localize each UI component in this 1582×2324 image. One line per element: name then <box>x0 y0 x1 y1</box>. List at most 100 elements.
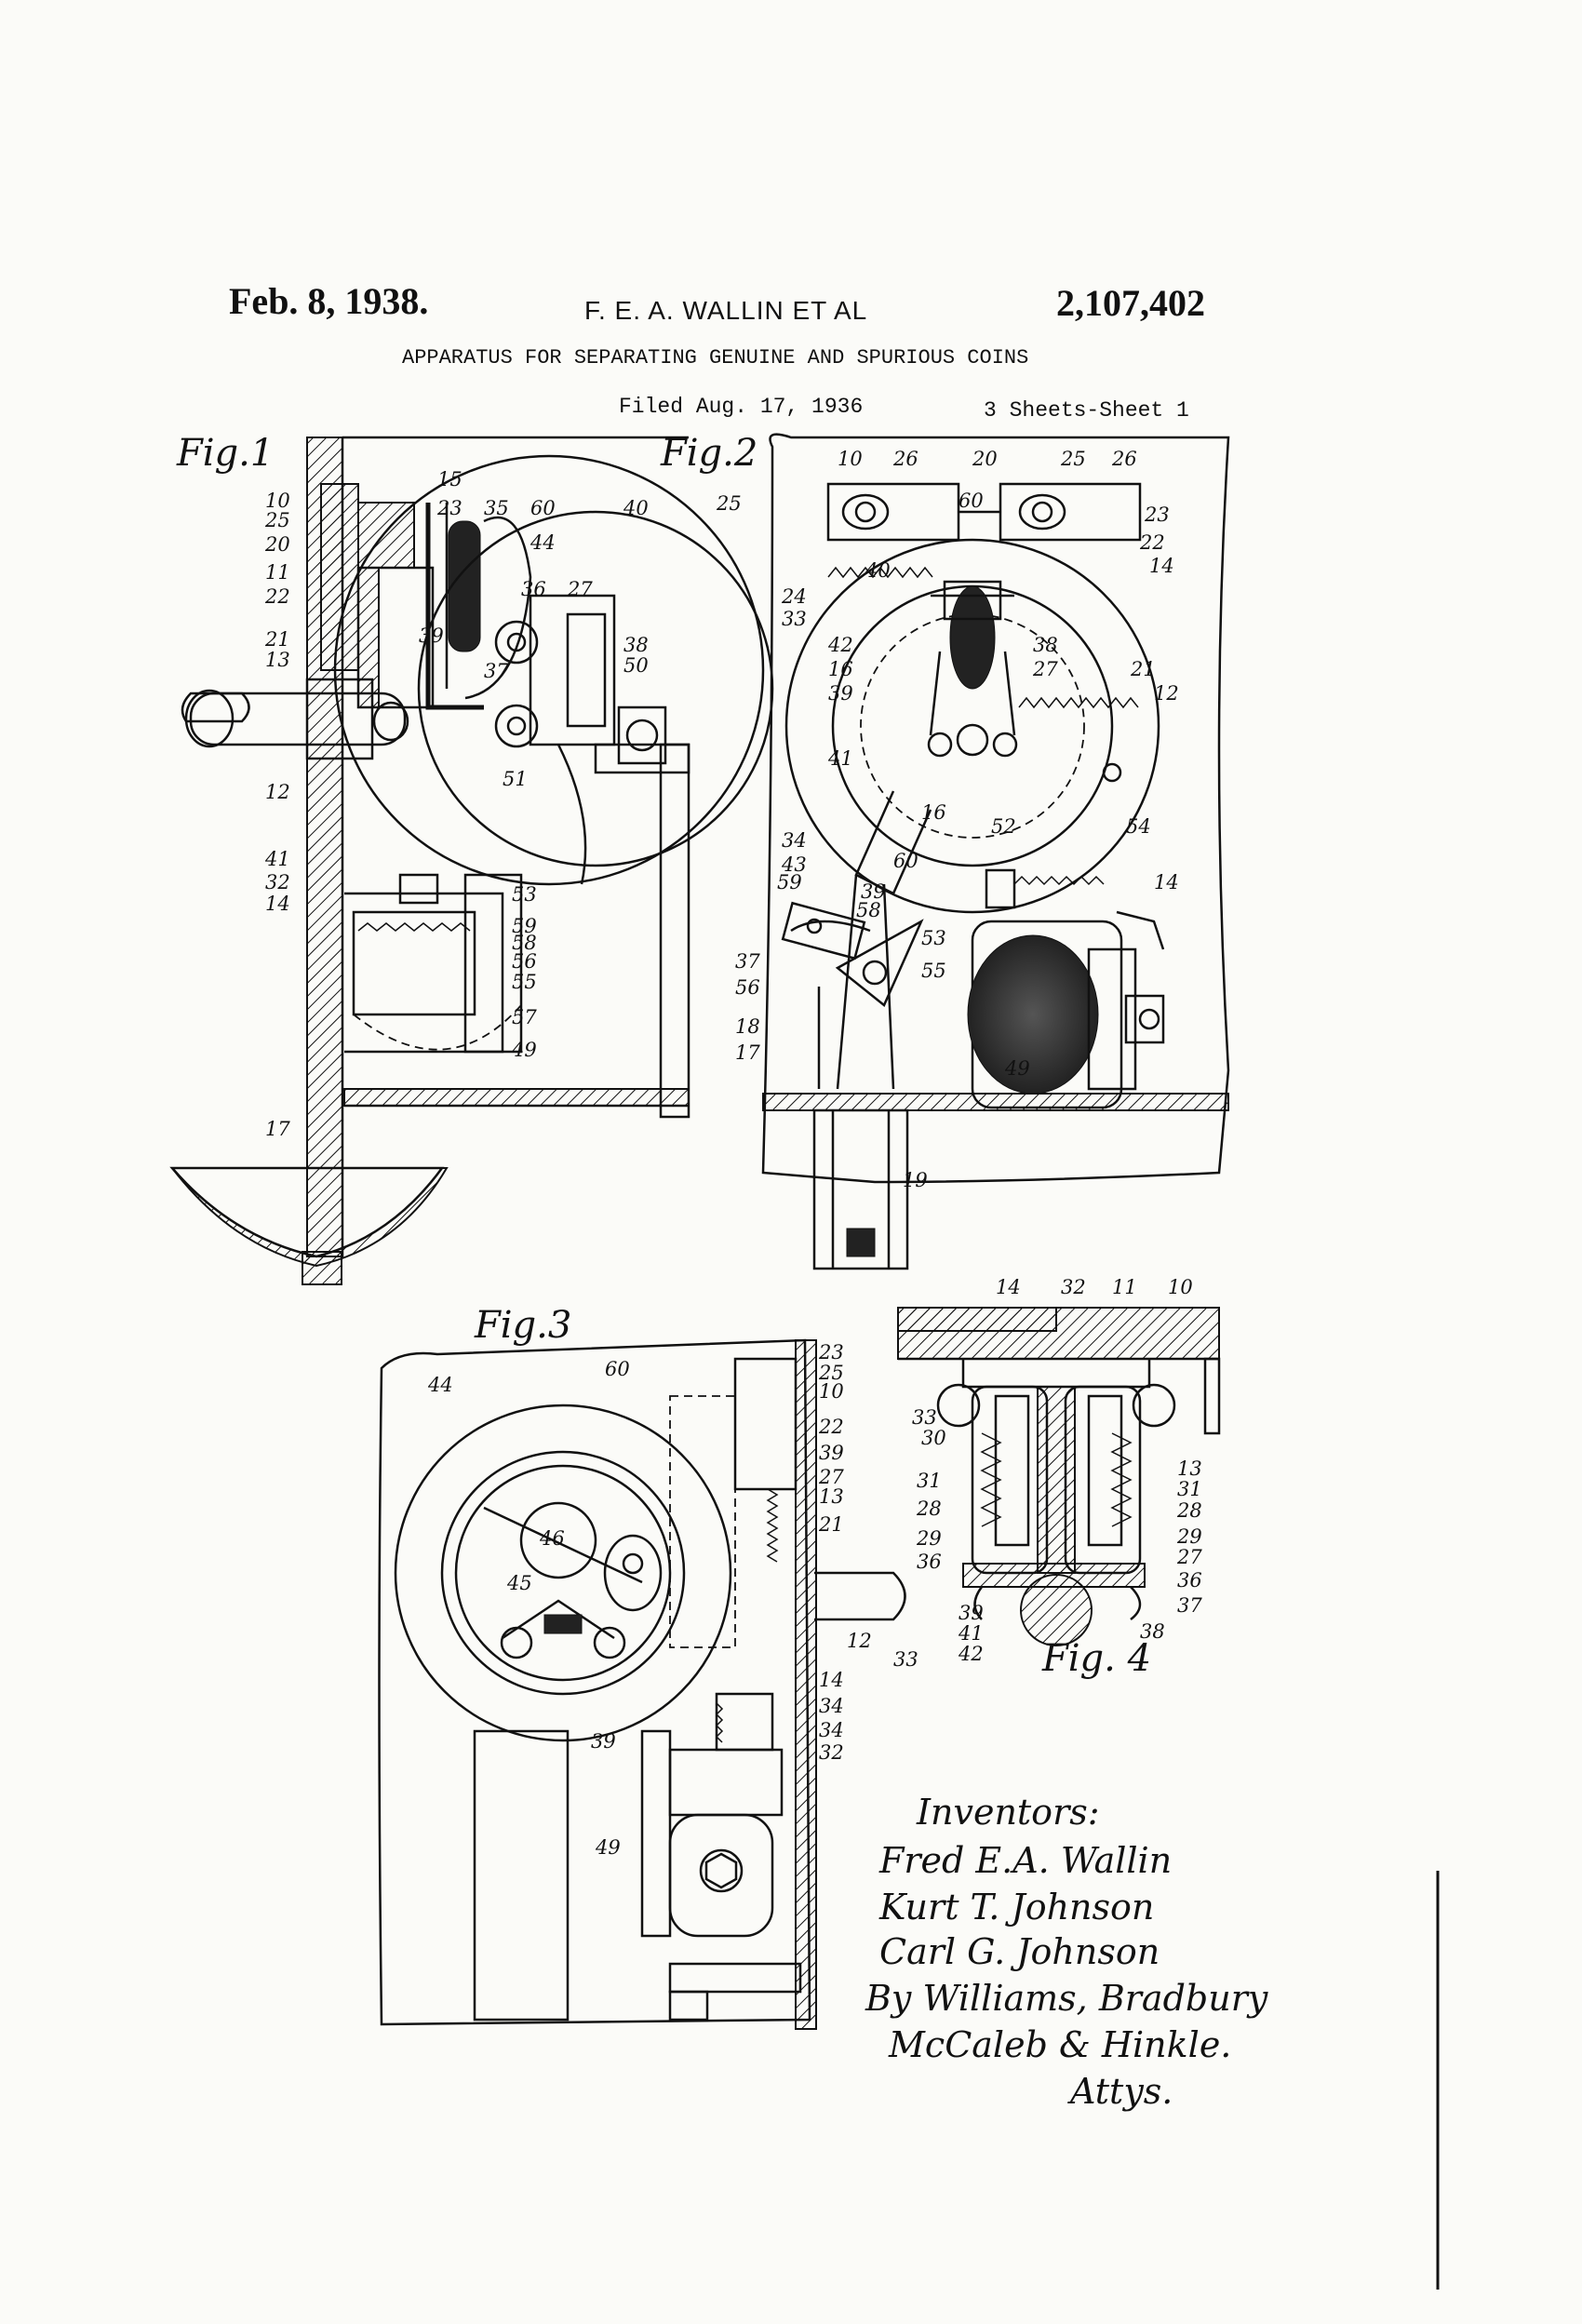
patent-inventors: F. E. A. WALLIN ET AL <box>584 296 868 325</box>
fig2-label: Fig.2 <box>660 432 757 475</box>
reference-numeral: 41 <box>827 747 853 770</box>
reference-numeral: 58 <box>512 932 537 954</box>
reference-numeral: 41 <box>264 848 290 870</box>
reference-numeral: 14 <box>1149 555 1174 577</box>
reference-numeral: 25 <box>716 492 742 515</box>
reference-numeral: 59 <box>512 915 537 937</box>
reference-numeral: 23 <box>1144 504 1170 526</box>
reference-numeral: 18 <box>735 1015 760 1038</box>
reference-numeral: 60 <box>530 497 556 519</box>
reference-numeral: 49 <box>1004 1057 1030 1080</box>
reference-numeral: 57 <box>512 1006 537 1028</box>
reference-numeral: 22 <box>264 585 290 608</box>
reference-numeral: 59 <box>777 871 802 893</box>
reference-numeral: 27 <box>818 1466 844 1488</box>
reference-numeral: 34 <box>782 829 807 852</box>
fig3-meter-outer <box>394 1404 732 1742</box>
reference-numeral: 26 <box>1111 448 1137 470</box>
reference-numeral: 20 <box>972 448 998 470</box>
reference-numeral: 26 <box>892 448 918 470</box>
reference-numeral: 28 <box>1176 1499 1202 1522</box>
reference-numeral: 39 <box>861 880 886 903</box>
reference-numeral: 19 <box>903 1169 928 1191</box>
signature-line-5: McCaleb & Hinkle. <box>888 2024 1231 2065</box>
reference-numeral: 11 <box>1112 1276 1137 1298</box>
reference-numeral: 39 <box>819 1442 844 1464</box>
reference-numeral: 28 <box>916 1498 942 1520</box>
reference-numeral: 51 <box>503 768 528 790</box>
reference-numeral: 44 <box>427 1374 453 1396</box>
fig3-label: Fig.3 <box>474 1304 571 1347</box>
reference-numeral: 34 <box>819 1695 844 1717</box>
figure-2: Fig.2 <box>660 432 1230 1270</box>
reference-numeral: 33 <box>912 1406 937 1429</box>
figure-1-refs: 10 25 20 11 22 21 13 12 15 23 35 60 40 4… <box>264 468 649 1140</box>
reference-numeral: 25 <box>818 1362 844 1384</box>
reference-numeral: 56 <box>512 950 537 973</box>
reference-numeral: 39 <box>419 625 444 647</box>
figure-4-refs: 14 32 11 10 33 30 31 28 29 36 39 41 42 1… <box>912 1276 1202 1665</box>
reference-numeral: 17 <box>735 1041 760 1064</box>
reference-numeral: 60 <box>893 850 918 872</box>
figure-1: Fig.1 <box>169 432 774 1285</box>
reference-numeral: 39 <box>591 1730 616 1753</box>
fig2-rotor <box>784 538 1160 914</box>
reference-numeral: 31 <box>917 1470 942 1492</box>
signature-line-1: Fred E.A. Wallin <box>878 1840 1172 1881</box>
reference-numeral: 24 <box>781 585 807 608</box>
reference-numeral: 31 <box>1177 1478 1202 1500</box>
reference-numeral: 23 <box>818 1341 844 1364</box>
reference-numeral: 29 <box>1176 1525 1202 1548</box>
reference-numeral: 22 <box>1139 531 1165 554</box>
reference-numeral: 14 <box>265 893 290 915</box>
reference-numeral: 10 <box>838 448 863 470</box>
reference-numeral: 44 <box>530 531 556 554</box>
reference-numeral: 16 <box>921 801 946 824</box>
reference-numeral: 13 <box>265 649 290 671</box>
reference-numeral: 12 <box>1154 682 1179 705</box>
reference-numeral: 10 <box>1168 1276 1193 1298</box>
reference-numeral: 32 <box>819 1741 844 1764</box>
fig1-magnet-disc <box>333 454 765 886</box>
reference-numeral: 54 <box>1126 815 1151 838</box>
reference-numeral: 56 <box>735 976 760 999</box>
filing-date: Filed Aug. 17, 1936 <box>619 395 864 419</box>
signature-line-3: Carl G. Johnson <box>879 1931 1160 1972</box>
reference-numeral: 53 <box>512 883 537 906</box>
reference-numeral: 15 <box>437 468 463 490</box>
reference-numeral: 23 <box>436 497 463 519</box>
reference-numeral: 33 <box>893 1648 918 1671</box>
reference-numeral: 39 <box>828 682 853 705</box>
reference-numeral: 58 <box>856 899 881 921</box>
reference-numeral: 25 <box>264 509 290 531</box>
reference-numeral: 60 <box>959 490 984 512</box>
reference-numeral: 37 <box>1177 1594 1202 1617</box>
reference-numeral: 32 <box>265 871 290 893</box>
reference-numeral: 17 <box>265 1118 290 1140</box>
reference-numeral: 39 <box>959 1602 984 1624</box>
reference-numeral: 16 <box>828 658 853 680</box>
reference-numeral: 27 <box>1032 658 1058 680</box>
reference-numeral: 49 <box>511 1039 537 1061</box>
reference-numeral: 50 <box>623 654 649 677</box>
reference-numeral: 42 <box>827 634 853 656</box>
patent-title: APPARATUS FOR SEPARATING GENUINE AND SPU… <box>402 346 1029 369</box>
reference-numeral: 13 <box>819 1485 844 1508</box>
reference-numeral: 52 <box>991 815 1016 838</box>
reference-numeral: 21 <box>818 1513 844 1536</box>
reference-numeral: 10 <box>819 1380 844 1403</box>
reference-numeral: 27 <box>567 578 593 600</box>
reference-numeral: 53 <box>921 927 946 949</box>
reference-numeral: 30 <box>921 1427 946 1449</box>
reference-numeral: 43 <box>781 853 807 876</box>
sheet-count: 3 Sheets-Sheet 1 <box>984 398 1189 423</box>
reference-numeral: 33 <box>782 608 807 630</box>
reference-numeral: 46 <box>539 1527 565 1550</box>
reference-numeral: 49 <box>595 1836 621 1859</box>
signature-heading: Inventors: <box>916 1792 1100 1833</box>
reference-numeral: 25 <box>1060 448 1086 470</box>
reference-numeral: 13 <box>1177 1458 1202 1480</box>
reference-numeral: 55 <box>512 971 537 993</box>
reference-numeral: 36 <box>521 578 546 600</box>
